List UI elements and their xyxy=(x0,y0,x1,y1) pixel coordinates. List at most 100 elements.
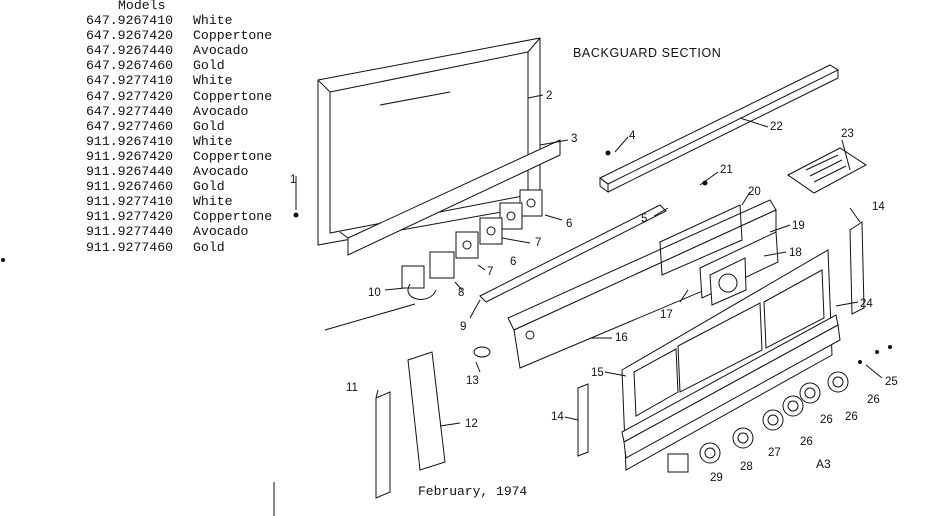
callout-24: 24 xyxy=(860,298,873,310)
models-header: Models xyxy=(118,0,166,13)
clock-part xyxy=(699,231,779,306)
callout-7b: 7 xyxy=(487,266,493,278)
model-color: Avocado xyxy=(193,224,249,240)
callout-12: 12 xyxy=(465,418,478,430)
callout-11: 11 xyxy=(346,382,358,394)
model-color: White xyxy=(193,73,233,89)
model-color: White xyxy=(193,133,233,149)
callout-labels: 1 2 3 4 5 6 6 7 7 8 9 10 11 12 13 14 14 … xyxy=(290,90,898,484)
lamp-wire xyxy=(324,303,416,331)
model-color: Coppertone xyxy=(193,88,273,104)
model-number: 911.9267460 xyxy=(86,179,174,195)
model-row: 647.9277420 Coppertone xyxy=(86,89,272,104)
model-color: Coppertone xyxy=(193,209,273,225)
callout-13: 13 xyxy=(466,375,479,387)
callout-20: 20 xyxy=(748,186,761,198)
model-color: Gold xyxy=(193,118,225,134)
callout-6b: 6 xyxy=(510,256,516,268)
callout-14b: 14 xyxy=(872,201,885,213)
model-number: 647.9277420 xyxy=(86,88,174,104)
model-row: 911.9267410 White xyxy=(86,134,233,149)
model-row: 647.9267460 Gold xyxy=(86,58,225,73)
callout-9: 9 xyxy=(460,321,466,333)
callout-28: 28 xyxy=(740,461,753,473)
leader-lines xyxy=(295,94,883,427)
infinite-switches xyxy=(401,189,543,300)
callout-26c: 26 xyxy=(820,414,833,426)
callout-22: 22 xyxy=(770,121,783,133)
model-row: 911.9267420 Coppertone xyxy=(86,149,272,164)
model-number: 911.9277440 xyxy=(86,224,174,240)
model-number: 911.9267440 xyxy=(86,164,174,179)
lamp-tube-part xyxy=(479,204,667,303)
callout-8: 8 xyxy=(458,287,464,299)
callout-18: 18 xyxy=(789,247,802,259)
model-number: 647.9277440 xyxy=(86,103,174,119)
model-color: Avocado xyxy=(193,164,249,179)
model-row: 911.9277460 Gold xyxy=(86,240,225,255)
model-color: Gold xyxy=(193,239,225,255)
callout-5: 5 xyxy=(641,213,647,225)
callout-4: 4 xyxy=(629,130,636,142)
callout-25: 25 xyxy=(885,376,898,388)
model-row: 647.9277440 Avocado xyxy=(86,104,248,119)
model-row: 911.9267460 Gold xyxy=(86,179,225,194)
model-row: 647.9267440 Avocado xyxy=(86,43,248,58)
callout-26d: 26 xyxy=(800,436,813,448)
model-row: 911.9277440 Avocado xyxy=(86,224,248,239)
model-number: 911.9277420 xyxy=(86,209,174,225)
callout-23: 23 xyxy=(841,128,854,140)
callout-26a: 26 xyxy=(867,394,880,406)
instruction-plate-part xyxy=(787,147,867,194)
callout-16: 16 xyxy=(615,332,628,344)
model-color: Gold xyxy=(193,58,225,74)
model-color: White xyxy=(193,194,233,210)
model-row: 911.9267440 Avocado xyxy=(86,164,248,179)
model-color: Avocado xyxy=(193,103,249,119)
left-end-trim xyxy=(375,351,446,499)
model-number: 911.9267410 xyxy=(86,133,174,149)
callout-19: 19 xyxy=(792,220,805,232)
model-row: 647.9267420 Coppertone xyxy=(86,28,272,43)
callout-29: 29 xyxy=(710,472,723,484)
model-number: 647.9277460 xyxy=(86,118,174,134)
callout-15: 15 xyxy=(591,367,604,379)
timer-knob-part xyxy=(667,453,689,473)
callout-17: 17 xyxy=(660,309,673,321)
lamp-holder-part xyxy=(473,346,491,358)
callout-1: 1 xyxy=(290,174,296,186)
model-color: Coppertone xyxy=(193,148,273,164)
model-row: 647.9277410 White xyxy=(86,73,233,88)
model-number: 647.9267420 xyxy=(86,28,174,44)
callout-26b: 26 xyxy=(845,411,858,423)
model-color: Coppertone xyxy=(193,28,273,44)
model-number: 911.9267420 xyxy=(86,148,174,164)
side-trims xyxy=(577,221,865,457)
control-knobs xyxy=(699,371,849,464)
model-number: 911.9277410 xyxy=(86,194,174,210)
callout-21: 21 xyxy=(720,164,733,176)
callout-10: 10 xyxy=(368,287,381,299)
model-color: Gold xyxy=(193,179,225,195)
model-row: 647.9277460 Gold xyxy=(86,119,225,134)
sheet-id: A3 xyxy=(816,457,831,471)
model-row: 911.9277410 White xyxy=(86,194,233,209)
model-number: 647.9267440 xyxy=(86,43,174,59)
model-number: 647.9277410 xyxy=(86,73,174,89)
callout-6a: 6 xyxy=(566,218,572,230)
screws xyxy=(1,150,892,364)
callout-27: 27 xyxy=(768,447,781,459)
callout-3: 3 xyxy=(571,133,577,145)
model-color: Avocado xyxy=(193,43,249,59)
callout-7a: 7 xyxy=(535,237,541,249)
callout-2: 2 xyxy=(546,90,552,102)
section-title: BACKGUARD SECTION xyxy=(573,46,722,60)
model-number: 911.9277460 xyxy=(86,239,174,255)
model-number: 647.9267460 xyxy=(86,58,174,74)
callout-14a: 14 xyxy=(551,411,564,423)
model-number: 647.9267410 xyxy=(86,13,174,28)
lower-channel-part xyxy=(339,139,561,256)
model-row: 911.9277420 Coppertone xyxy=(86,209,272,224)
top-trim-part xyxy=(599,64,840,193)
